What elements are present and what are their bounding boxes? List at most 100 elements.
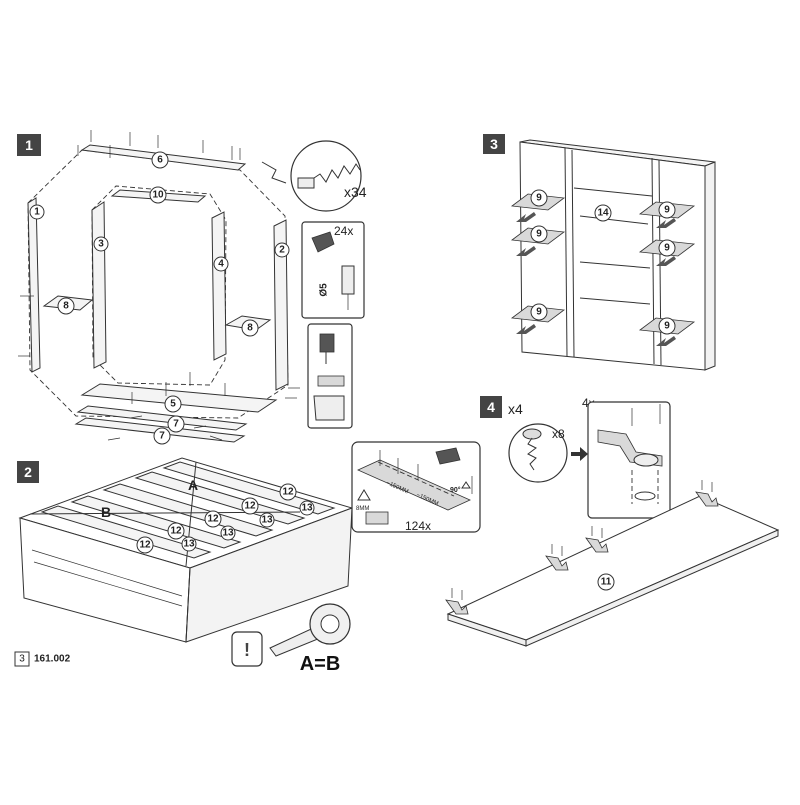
part-label-12-e: 12 [136,536,154,554]
svg-text:13: 13 [261,515,273,526]
svg-text:12: 12 [139,540,151,551]
page-number: 3 [19,654,25,665]
dowel-size: Ø5 [319,283,330,297]
svg-text:13: 13 [222,528,234,539]
part-label-12-d: 12 [167,522,185,540]
inner-assembly-guide [91,185,227,386]
part-label-5: 5 [164,395,182,413]
part-label-2: 2 [274,242,290,258]
detail-hammer-icon [435,447,461,465]
svg-text:9: 9 [664,243,670,254]
part-label-13-a: 13 [299,500,315,516]
right-divider-panel [211,211,227,361]
right-side-panel [273,219,289,391]
svg-text:9: 9 [536,193,542,204]
dowel-icon [341,265,355,295]
svg-text:9: 9 [664,321,670,332]
hinge-cup-icon [633,453,659,467]
hinge-screw-callout: x8 [508,423,568,483]
part-label-7-b: 7 [153,427,171,445]
part-label-3: 3 [93,236,109,252]
part-label-4: 4 [213,256,229,272]
step-1-frame-assembly: 6 10 1 3 4 2 8 8 5 7 7 [18,130,300,445]
step-4-badge: 4 x4 [480,396,523,418]
screw-markers-step-1 [18,130,300,441]
svg-text:2: 2 [279,245,285,256]
step-1-number: 1 [25,137,33,153]
part-label-10: 10 [149,186,167,204]
detail-edge-icon [365,511,389,525]
step-4-count: x4 [508,401,523,417]
part-label-1: 1 [29,204,45,220]
arrow-right-icon [571,447,588,461]
warning-triangle-gap [357,489,371,501]
hanging-rail [579,215,649,225]
step-4-number: 4 [487,399,495,415]
hinge-hole-icon [634,491,656,501]
part-label-13-b: 13 [259,512,275,528]
part-label-8-left: 8 [57,297,75,315]
svg-text:1: 1 [34,207,40,218]
nail-callout [307,323,353,429]
label-b: B [101,504,111,520]
step-1-badge: 1 [17,134,41,156]
hammer-head-icon [319,333,335,353]
equation-label: A=B [300,653,341,675]
svg-text:9: 9 [664,205,670,216]
svg-text:13: 13 [183,539,195,550]
angle-label: 90° [450,486,461,494]
screws-count: x34 [344,184,367,200]
label-a: A [188,477,198,493]
svg-text:14: 14 [597,208,609,219]
part-label-11: 11 [597,573,615,591]
part-label-13-d: 13 [181,536,197,552]
svg-text:5: 5 [170,399,176,410]
part-label-7-a: 7 [167,415,185,433]
panel-corner-icon [313,395,345,421]
svg-text:9: 9 [536,229,542,240]
part-label-12-c: 12 [204,510,222,528]
gap-label: 8MM [356,506,369,512]
hammer-icon [311,231,335,253]
nails-count: 124x [405,519,431,533]
insert-arrows [516,212,676,346]
back-panel-strips [40,461,336,559]
hinge-screw-thread-icon [527,437,537,471]
allen-key-icon [261,161,287,184]
step-3-number: 3 [490,136,498,152]
screw-thread-icon [313,163,361,183]
page-footer: 3 161.002 [14,651,71,667]
door-panel-assembly: 11 [445,480,780,647]
screw-head-icon [297,177,315,189]
part-label-9-a: 9 [530,189,548,207]
hinge-screw-markers [451,480,713,600]
svg-text:11: 11 [601,577,612,588]
svg-text:12: 12 [207,514,219,525]
svg-text:3: 3 [98,239,104,250]
part-label-6: 6 [151,151,169,169]
svg-text:9: 9 [536,307,542,318]
nailing-detail: ~150MM ~150MM 8MM 90° 124x [351,441,481,533]
dowel-callout: 24x Ø5 [301,221,365,319]
svg-text:12: 12 [170,526,182,537]
left-divider-panel [91,201,107,369]
dowels-count: 24x [334,224,353,238]
part-label-9-d: 9 [658,201,676,219]
svg-text:10: 10 [152,190,164,201]
screw-callout: x34 [261,140,367,212]
tape-measure-callout: ! A=B [231,603,351,675]
wardrobe-side [704,161,716,371]
svg-text:12: 12 [282,487,294,498]
warning-symbol: ! [244,640,250,660]
mounted-hinges [445,491,719,615]
svg-text:13: 13 [301,503,313,514]
part-label-14: 14 [594,204,612,222]
step-3-badge: 3 [483,134,505,154]
part-label-9-e: 9 [658,239,676,257]
step-1-box [17,134,41,156]
svg-text:4: 4 [218,259,224,270]
svg-text:6: 6 [157,155,163,166]
bracket-icon [317,375,345,387]
